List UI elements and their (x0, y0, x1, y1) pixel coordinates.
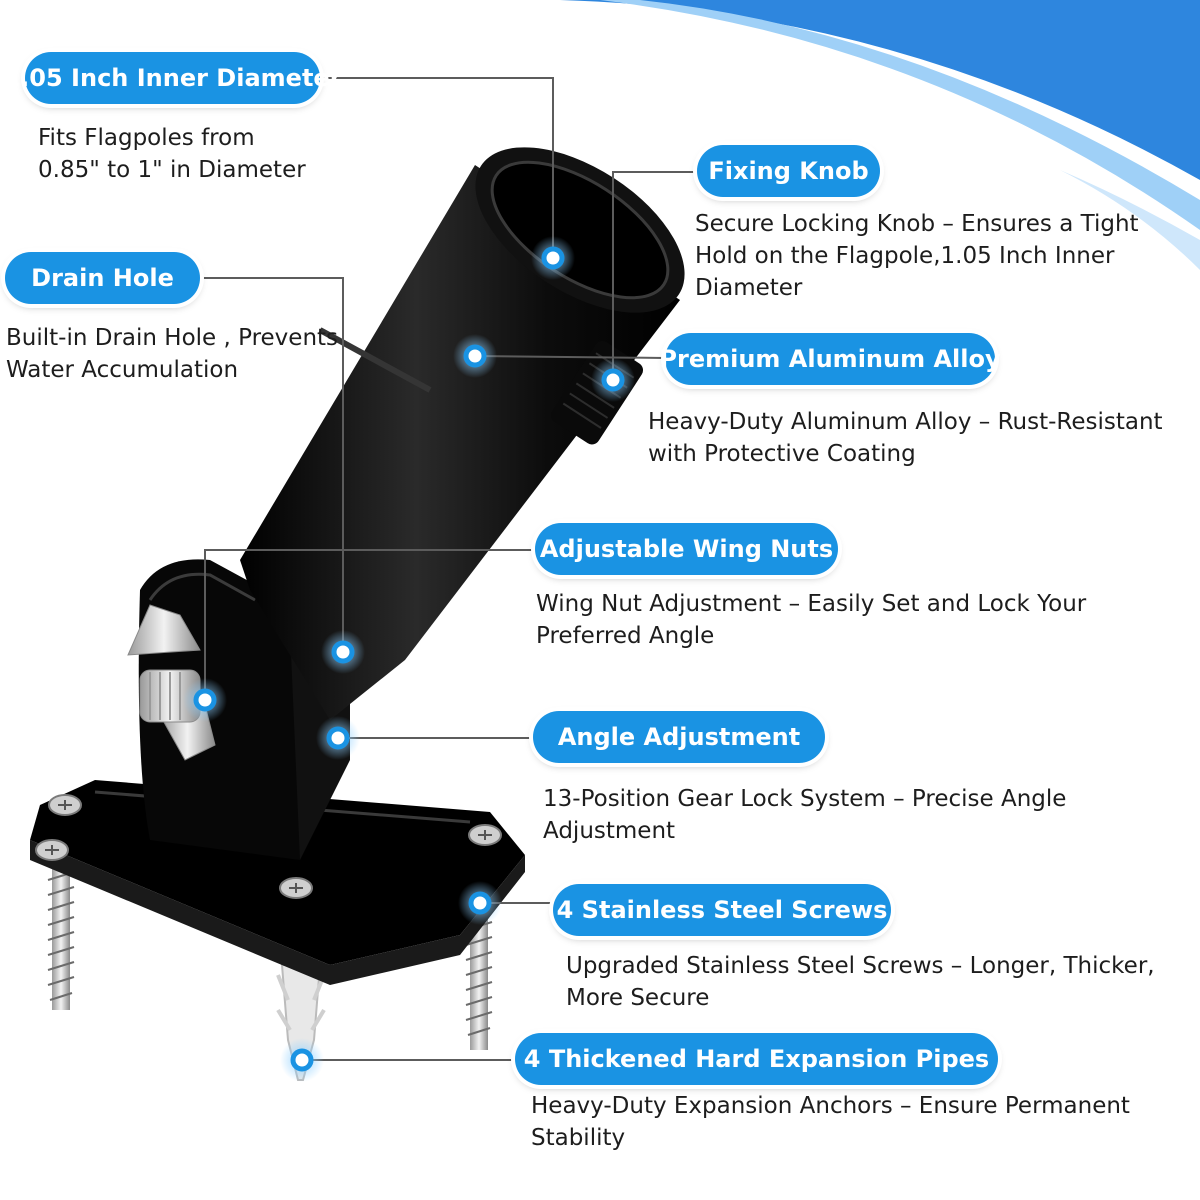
flagpole-pipe (240, 147, 685, 720)
wing-nuts-desc-line-2: Preferred Angle (536, 623, 715, 649)
aluminum-alloy-desc-line-2: with Protective Coating (648, 441, 916, 467)
drain-hole-desc: Built-in Drain Hole , Prevents Water Acc… (6, 322, 338, 386)
fixing-knob-desc-line-2: Hold on the Flagpole,1.05 Inch Inner (695, 243, 1115, 269)
aluminum-alloy-desc: Heavy-Duty Aluminum Alloy – Rust-Resista… (648, 406, 1163, 470)
inner-diameter-desc-line-2: 0.85" to 1" in Diameter (38, 157, 306, 183)
drain-hole-label: Drain Hole (5, 252, 200, 304)
callout-lines (200, 77, 700, 1061)
angle-adjustment-label: Angle Adjustment (533, 711, 825, 763)
stainless-screws-desc: Upgraded Stainless Steel Screws – Longer… (566, 950, 1155, 1014)
angle-adjustment-desc-line-1: 13-Position Gear Lock System – Precise A… (543, 786, 1067, 812)
expansion-pipes-desc: Heavy-Duty Expansion Anchors – Ensure Pe… (531, 1090, 1130, 1154)
angle-adjustment-desc-line-2: Adjustment (543, 818, 676, 844)
stainless-screws-label: 4 Stainless Steel Screws (553, 884, 891, 936)
stainless-screws-desc-line-2: More Secure (566, 985, 710, 1011)
aluminum-alloy-label: Premium Aluminum Alloy (659, 333, 1001, 385)
angle-adjustment-desc: 13-Position Gear Lock System – Precise A… (543, 783, 1066, 847)
inner-diameter-label: 1.05 Inch Inner Diameter (3, 52, 342, 104)
expansion-pipes-desc-line-1: Heavy-Duty Expansion Anchors – Ensure Pe… (531, 1093, 1130, 1119)
screw-heads (35, 794, 502, 899)
inner-diameter-desc-line-1: Fits Flagpoles from (38, 125, 255, 151)
expansion-pipes-label: 4 Thickened Hard Expansion Pipes (515, 1033, 998, 1085)
wing-nuts-desc-line-1: Wing Nut Adjustment – Easily Set and Loc… (536, 591, 1087, 617)
stainless-screws-desc-line-1: Upgraded Stainless Steel Screws – Longer… (566, 953, 1155, 979)
fixing-knob-desc: Secure Locking Knob – Ensures a Tight Ho… (695, 208, 1139, 304)
wing-nuts-desc: Wing Nut Adjustment – Easily Set and Loc… (536, 588, 1086, 652)
expansion-pipes-desc-line-2: Stability (531, 1125, 626, 1151)
aluminum-alloy-desc-line-1: Heavy-Duty Aluminum Alloy – Rust-Resista… (648, 409, 1163, 435)
fixing-knob-label: Fixing Knob (697, 145, 880, 197)
drain-hole-desc-line-1: Built-in Drain Hole , Prevents (6, 325, 339, 351)
drain-hole-desc-line-2: Water Accumulation (6, 357, 239, 383)
background-swoosh (560, 0, 1200, 270)
fixing-knob-desc-line-3: Diameter (695, 275, 803, 301)
fixing-knob-desc-line-1: Secure Locking Knob – Ensures a Tight (695, 211, 1139, 237)
callout-dots (183, 236, 635, 1082)
wing-nuts-label: Adjustable Wing Nuts (535, 523, 838, 575)
inner-diameter-desc: Fits Flagpoles from 0.85" to 1" in Diame… (38, 122, 306, 186)
